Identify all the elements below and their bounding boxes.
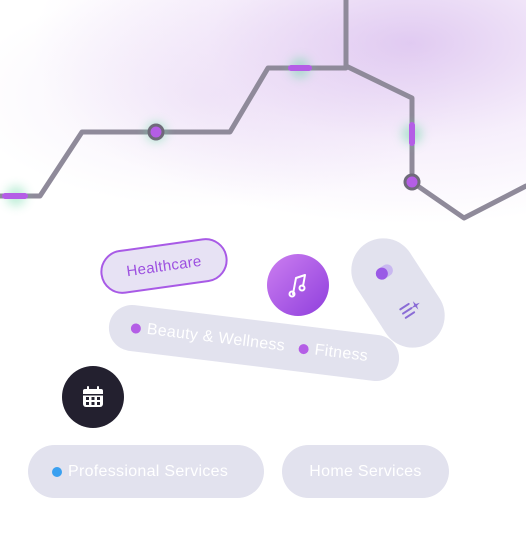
- tag-beauty-wellness[interactable]: Beauty & Wellness: [145, 320, 286, 355]
- tag-row-beauty-fitness: Beauty & Wellness Fitness: [106, 302, 402, 384]
- beauty-dot: [130, 322, 142, 335]
- tag-home-services[interactable]: Home Services: [282, 445, 449, 498]
- calendar-badge[interactable]: [62, 366, 124, 428]
- professional-dot: [52, 466, 62, 477]
- circuit-lines: [0, 0, 526, 221]
- music-note-badge[interactable]: [267, 254, 329, 316]
- toggle-icon: [375, 264, 393, 280]
- circuit-glow-nodes: [2, 58, 422, 206]
- fitness-dot: [298, 343, 310, 355]
- tag-home-services-label: Home Services: [309, 462, 422, 480]
- tag-fitness[interactable]: Fitness: [313, 341, 370, 365]
- tag-healthcare-label: Healthcare: [125, 252, 203, 280]
- tag-professional-services[interactable]: Professional Services: [28, 445, 264, 498]
- toggle-filter-pill[interactable]: [339, 226, 457, 360]
- sparkle-lines-icon: [399, 301, 420, 319]
- music-note-icon: [288, 274, 306, 298]
- tag-healthcare[interactable]: Healthcare: [97, 235, 231, 297]
- calendar-icon: [83, 386, 103, 407]
- tag-professional-services-label: Professional Services: [68, 462, 229, 480]
